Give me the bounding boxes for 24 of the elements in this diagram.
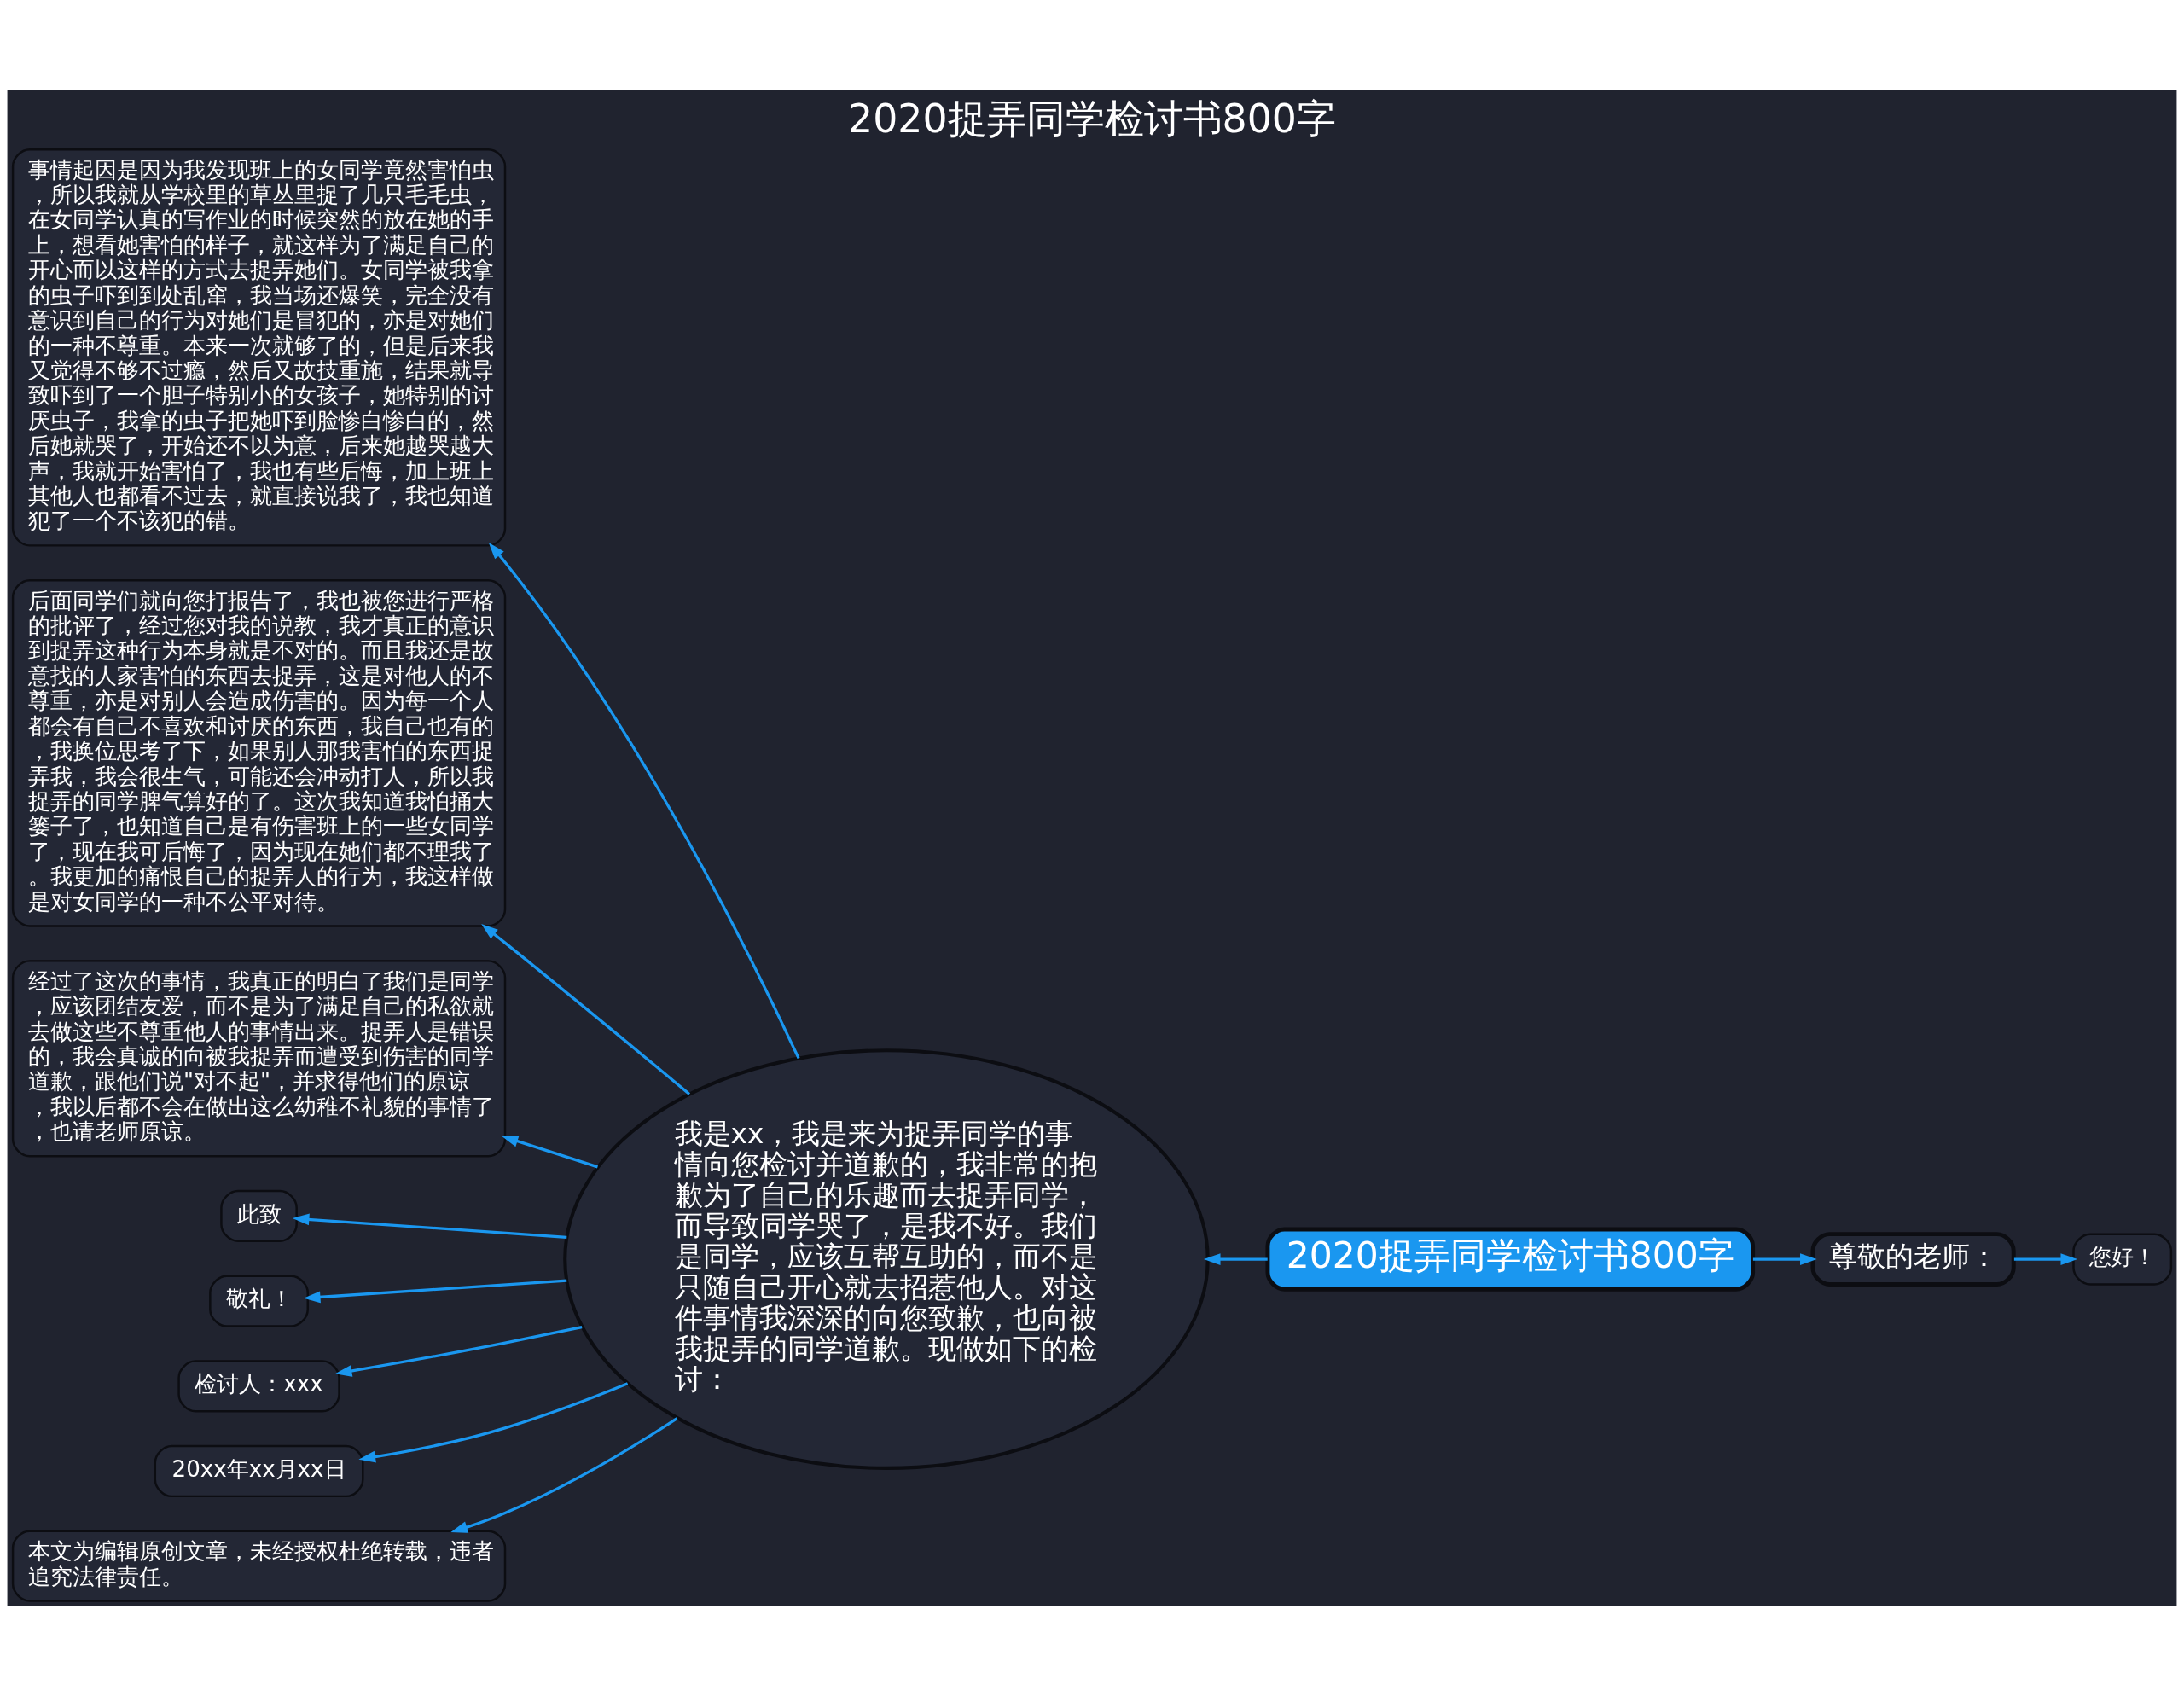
node-box: 检讨人：xxx xyxy=(177,1360,340,1413)
node-box: 经过了这次的事情，我真正的明白了我们是同学，应该团结友爱，而不是为了满足自己的私欲就去做这些不尊重他人的事情出来。捉弄人是错误的，我会真诚的向被我捉弄而遭受到伤害的同学道歉，跟他们说"对不起"，并求得他们的原谅，我以后都不会在做出这么幼稚不礼貌的事情了，也请老师原谅。 xyxy=(11,960,507,1158)
arrow xyxy=(481,923,691,1095)
arrow xyxy=(292,1213,567,1239)
node-box: 尊敬的老师： xyxy=(1810,1232,2016,1287)
arrow xyxy=(488,542,800,1060)
node-box: 事情起因是因为我发现班上的女同学竟然害怕虫，所以我就从学校里的草丛里捉了几只毛毛虫，在女同学认真的写作业的时候突然的放在她的手上，想看她害怕的样子，就这样为了满足自己的开心而以这样的方式去捉弄她们。女同学被我拿的虫子吓到到处乱窜，我当场还爆笑，完全没有意识到自己的行为对她们是冒犯的，亦是对她们的一种不尊重。本来一次就够了的，但是后来我又觉得不够不过瘾，然后又故技重施，结果就导致吓到了一个胆子特别小的女孩子，她特别的讨厌虫子，我拿的虫子把她吓到脸惨白惨白的，然后她就哭了，开始还不以为意，后来她越哭越大声，我就开始害怕了，我也有些后悔，加上班上其他人也都看不过去，就直接说我了，我也知道犯了一个不该犯的错。 xyxy=(11,148,507,547)
arrow xyxy=(1752,1253,1817,1265)
node-box: 后面同学们就向您打报告了，我也被您进行严格的批评了，经过您对我的说教，我才真正的意识到捉弄这种行为本身就是不对的。而且我还是故意找的人家害怕的东西去捉弄，这是对他人的不尊重，亦是对别人会造成伤害的。因为每一个人都会有自己不喜欢和讨厌的东西，我自己也有的，我换位思考了下，如果别人那我害怕的东西捉弄我，我会很生气，可能还会冲动打人，所以我捉弄的同学脾气算好的了。这次我知道我怕捅大篓子了，也知道自己是有伤害班上的一些女同学了，现在我可后悔了，因为现在她们都不理我了。我更加的痛恨自己的捉弄人的行为，我这样做是对女同学的一种不公平对待。 xyxy=(11,579,507,927)
arrow xyxy=(2013,1253,2078,1265)
node-ellipse: 我是xx，我是来为捉弄同学的事情向您检讨并道歉的，我非常的抱歉为了自己的乐趣而去捉弄同学，而导致同学哭了，是我不好。我们是同学，应该互帮互助的，而不是只随自己开心就去招惹他人。对这件事情我深深的向您致歉，也向被我捉弄的同学道歉。现做如下的检讨： xyxy=(563,1048,1210,1470)
node-box: 敬礼！ xyxy=(209,1275,309,1327)
arrow xyxy=(358,1382,629,1463)
node-box: 本文为编辑原创文章，未经授权杜绝转载，违者追究法律责任。 xyxy=(11,1530,507,1602)
node-box: 您好！ xyxy=(2072,1233,2173,1286)
node-box: 2020捉弄同学检讨书800字 xyxy=(1265,1227,1756,1292)
arrow xyxy=(334,1326,583,1377)
arrow xyxy=(303,1279,567,1304)
node-box: 此致 xyxy=(220,1189,298,1243)
arrow xyxy=(1203,1253,1268,1265)
arrow xyxy=(501,1136,598,1169)
arrow xyxy=(450,1417,678,1533)
node-box: 20xx年xx月xx日 xyxy=(154,1444,364,1498)
diagram-title: 2020捉弄同学检讨书800字 xyxy=(848,96,1336,142)
